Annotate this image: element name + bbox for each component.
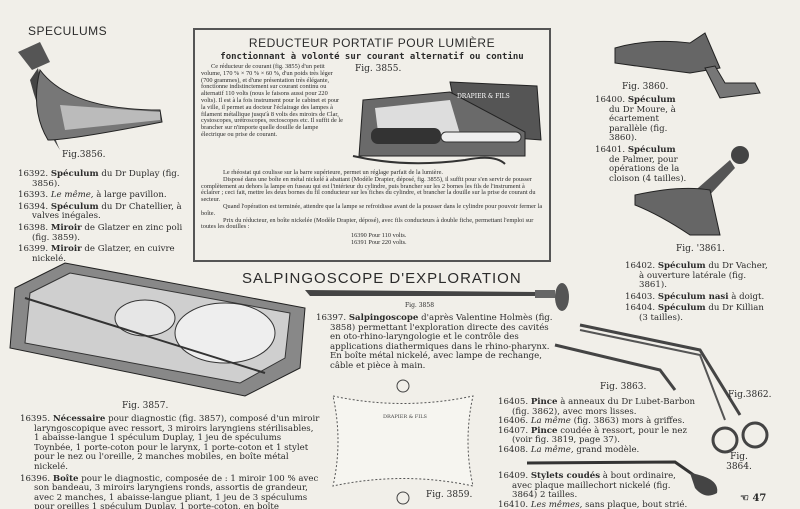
right-mid-list: 16402. Spéculum du Dr Vacher, à ouvertur…	[625, 261, 775, 326]
paragraph: Le rhéostat qui coulisse sur la barre su…	[223, 169, 443, 176]
list-item: 16403. Spéculum nasi à doigt.	[625, 291, 765, 302]
list-item: 16406. La même (fig. 3863) mors à griffe…	[498, 416, 685, 427]
list-item: 16393. Le même, à large pavillon.	[18, 190, 167, 201]
pointing-hand-icon: ☜	[740, 493, 753, 504]
list-item: 16394. Spéculum du Dr Chatellier, à valv…	[18, 201, 182, 222]
device-label: DRAPIER & FILS	[457, 93, 510, 100]
list-item: 16395. Nécessaire pour diagnostic (fig. …	[20, 414, 320, 472]
page-number: ☜ 47	[740, 493, 767, 504]
list-item: 16402. Spéculum du Dr Vacher, à ouvertur…	[625, 261, 768, 291]
salpingoscope-heading: SALPINGOSCOPE D'EXPLORATION	[242, 270, 522, 287]
fig-3863-label: Fig. 3863.	[600, 382, 647, 392]
fig-3855-label: Fig. 3855.	[355, 64, 402, 74]
paragraph: Prix du réducteur, en boîte nickelée (Mo…	[201, 216, 534, 231]
reducteur-body: Le rhéostat qui coulisse sur la barre su…	[201, 169, 545, 247]
speculum-illustration	[18, 42, 163, 150]
forceps-illustration	[554, 323, 769, 454]
plate-label: DRAPIER & FILS	[383, 414, 428, 420]
list-item: 16397. Salpingoscope d'après Valentine H…	[316, 313, 553, 371]
speculum-vacher-illustration	[634, 146, 749, 236]
paragraph: Quand l'opération est terminée, attendre…	[201, 202, 543, 217]
reducteur-box: REDUCTEUR PORTATIF POUR LUMIÈRE fonction…	[193, 28, 551, 262]
list-item: 16398. Miroir de Glatzer en zinc poli (f…	[18, 222, 183, 243]
fig-3857-label: Fig. 3857.	[122, 401, 169, 411]
diagnostic-list: 16395. Nécessaire pour diagnostic (fig. …	[20, 414, 320, 509]
list-item: 16405. Pince à anneaux du Dr Lubet-Barbo…	[498, 397, 696, 417]
fig-3859-label: Fig. 3859.	[426, 490, 473, 500]
list-item: 16400. Spéculum du Dr Moure, à écartemen…	[595, 95, 676, 144]
list-item: 16407. Pince coudée à ressort, pour le n…	[498, 425, 687, 446]
list-item: 16409. Stylets coudés à bout ordinaire, …	[498, 471, 676, 501]
fig-3856-label: Fig.3856.	[62, 150, 106, 160]
fig-3860-label: Fig. 3860.	[622, 82, 669, 92]
list-item: 16401. Spéculum de Palmer, pour opératio…	[595, 144, 687, 184]
right-top-list: 16400. Spéculum du Dr Moure, à écartemen…	[595, 95, 687, 186]
salpingoscope-illustration	[305, 283, 569, 311]
list-item: 16392. Spéculum du Dr Duplay (fig. 3856)…	[18, 169, 180, 189]
reducteur-illustration: DRAPIER & FILS	[352, 81, 542, 165]
fig-3862-label: Fig.3862.	[728, 390, 772, 400]
list-item: 16404. Spéculum du Dr Killian (3 tailles…	[625, 303, 764, 323]
salpingoscope-item: 16397. Salpingoscope d'après Valentine H…	[316, 313, 561, 374]
pinces-list: 16405. Pince à anneaux du Dr Lubet-Barbo…	[498, 397, 698, 456]
fig-3858-label: Fig. 3858	[405, 302, 435, 309]
list-item: 16396. Boîte pour le diagnostic, composé…	[20, 473, 319, 509]
list-item: 16399. Miroir de Glatzer, en cuivre nick…	[18, 244, 175, 264]
reducteur-subtitle: fonctionnant à volonté sur courant alter…	[220, 52, 524, 62]
list-item: 16410. Les mêmes, sans plaque, bout stri…	[498, 499, 688, 509]
price-line: 16390 Pour 110 volts.	[351, 232, 407, 240]
stylets-list: 16409. Stylets coudés à bout ordinaire, …	[498, 471, 698, 509]
diagnostic-case-illustration	[9, 262, 306, 397]
price-line: 16391 Pour 220 volts.	[351, 238, 407, 246]
reducteur-intro: Ce réducteur de courant (fig. 3855) d'un…	[201, 63, 343, 138]
list-item: 16408. La même, grand modèle.	[498, 444, 640, 455]
paragraph: Disposé dans une boîte en métal nickelé …	[201, 175, 536, 204]
fig-3864-label: Fig. 3864.	[726, 452, 752, 472]
speculums-heading: SPECULUMS	[28, 24, 108, 38]
reducteur-title: REDUCTEUR PORTATIF POUR LUMIÈRE	[248, 36, 496, 50]
speculum-moure-illustration	[614, 32, 761, 99]
glatzer-mirror-plate-illustration: DRAPIER & FILS	[332, 379, 474, 505]
reducteur-text-flow: Ce réducteur de courant (fig. 3855) d'un…	[201, 63, 545, 247]
fig-3861-label: Fig. '3861.	[676, 244, 725, 254]
stylet-illustration	[526, 460, 718, 496]
speculums-list: 16392. Spéculum du Dr Duplay (fig. 3856)…	[18, 169, 183, 266]
